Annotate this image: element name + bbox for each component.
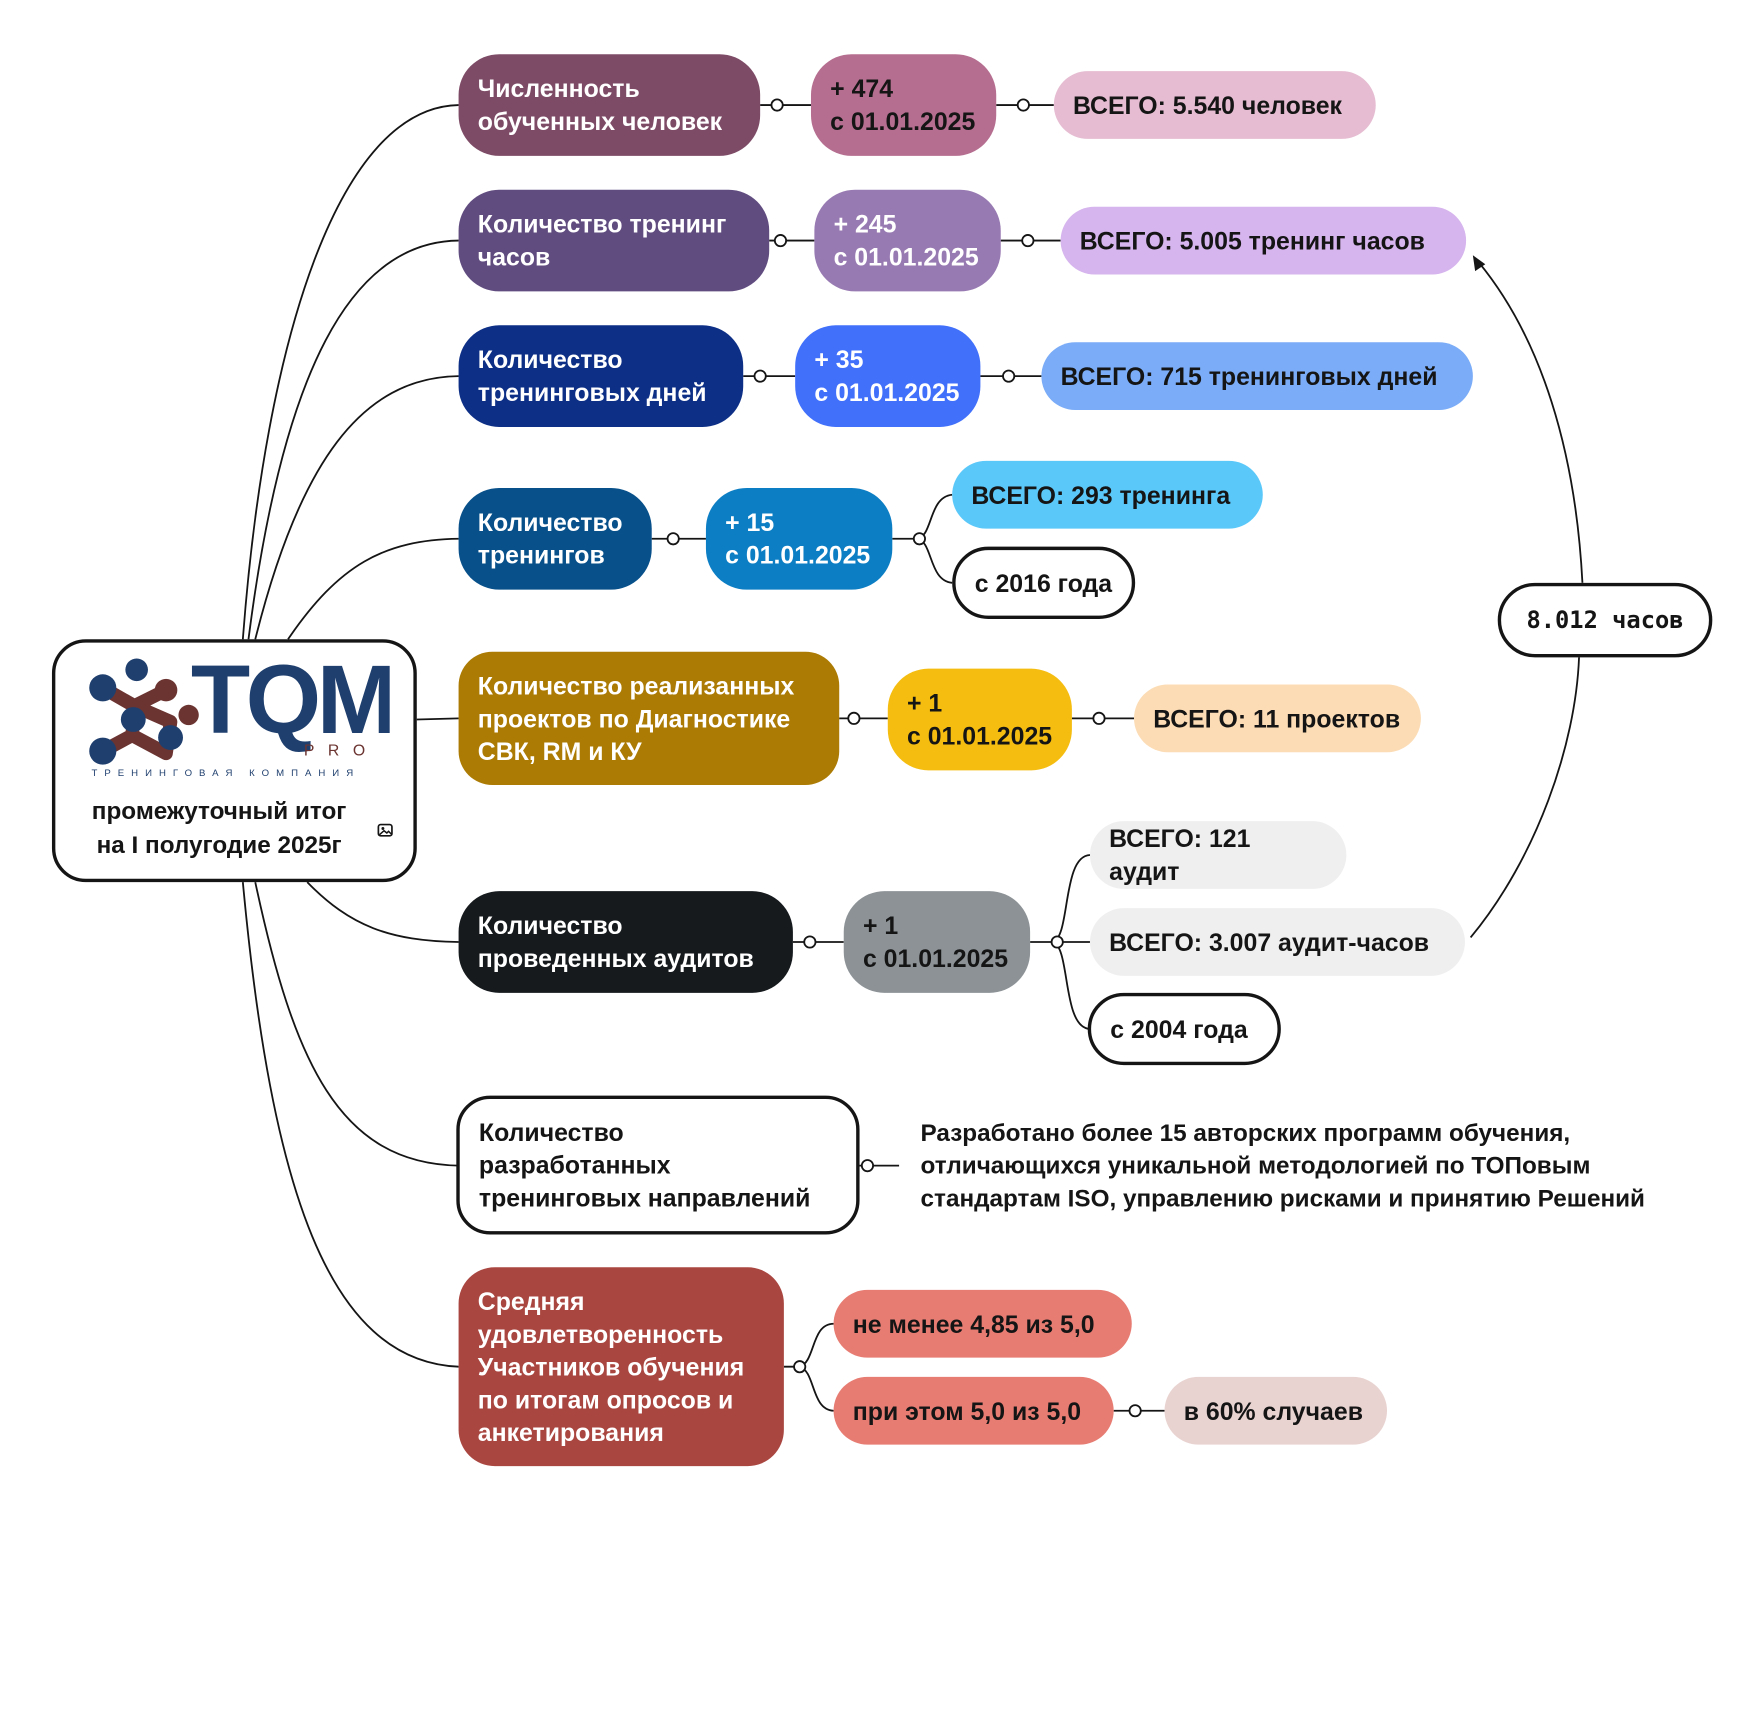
- molecule-icon: [89, 658, 199, 765]
- training-days-delta[interactable]: + 35 с 01.01.2025: [795, 325, 981, 427]
- trainings-delta[interactable]: + 15 с 01.01.2025: [705, 487, 893, 590]
- projects-total[interactable]: ВСЕГО: 11 проектов: [1134, 684, 1421, 753]
- projects-delta[interactable]: + 1 с 01.01.2025: [887, 668, 1072, 771]
- projects-node[interactable]: Количество реализанных проектов по Диагн…: [458, 651, 840, 786]
- summary-link-upper: [1477, 261, 1584, 583]
- trained-people-node[interactable]: Численность обученных человек: [458, 54, 761, 156]
- image-icon[interactable]: [377, 823, 393, 837]
- link-root-audits: [306, 881, 459, 943]
- trainings-since[interactable]: с 2016 года: [952, 546, 1136, 619]
- audits-hours[interactable]: ВСЕГО: 3.007 аудит-часов: [1089, 908, 1465, 976]
- training-hours-delta[interactable]: + 245 с 01.01.2025: [814, 189, 1001, 292]
- link-root-projects: [416, 717, 459, 721]
- directions-note: Разработано более 15 авторских программ …: [920, 1118, 1645, 1212]
- satisfaction-min[interactable]: не менее 4,85 из 5,0: [833, 1289, 1132, 1358]
- trained-people-delta[interactable]: + 474 с 01.01.2025: [810, 54, 997, 156]
- trainings-total[interactable]: ВСЕГО: 293 тренинга: [952, 460, 1263, 529]
- satisfaction-node[interactable]: Средняя удовлетворенность Участников обу…: [458, 1267, 784, 1467]
- directions-node[interactable]: Количество разработанных тренинговых нап…: [456, 1095, 860, 1235]
- trainings-node[interactable]: Количество тренингов: [458, 487, 652, 590]
- trained-people-total[interactable]: ВСЕГО: 5.540 человек: [1053, 71, 1376, 139]
- logo-tagline: ТРЕНИНГОВАЯ КОМПАНИЯ: [91, 768, 360, 779]
- audits-node[interactable]: Количество проведенных аудитов: [458, 891, 793, 993]
- link-root-trainings: [287, 537, 459, 640]
- training-days-node[interactable]: Количество тренинговых дней: [458, 325, 744, 427]
- training-hours-total[interactable]: ВСЕГО: 5.005 тренинг часов: [1060, 206, 1467, 275]
- training-days-total[interactable]: ВСЕГО: 715 тренинговых дней: [1041, 342, 1473, 411]
- root-title: промежуточный итог на I полугодие 2025г: [91, 797, 347, 859]
- tqm-logo: TQM PRO ТРЕНИНГОВАЯ КОМПАНИЯ: [89, 656, 390, 779]
- link-root-satisfaction: [241, 882, 459, 1368]
- link-root-trained: [241, 104, 459, 640]
- training-hours-node[interactable]: Количество тренинг часов: [458, 189, 770, 292]
- audits-total[interactable]: ВСЕГО: 121 аудит: [1089, 821, 1347, 889]
- logo-sub: PRO: [304, 743, 379, 760]
- summary-link-lower: [1469, 657, 1580, 939]
- audits-delta[interactable]: + 1 с 01.01.2025: [843, 891, 1031, 993]
- summary-hours-node[interactable]: 8.012 часов: [1497, 582, 1713, 658]
- link-root-directions: [254, 881, 459, 1167]
- audits-since[interactable]: с 2004 года: [1087, 992, 1281, 1066]
- satisfaction-max[interactable]: при этом 5,0 из 5,0: [833, 1376, 1114, 1445]
- link-root-hours: [247, 239, 459, 640]
- satisfaction-share[interactable]: в 60% случаев: [1164, 1376, 1388, 1445]
- summary-arrow-head: [1472, 255, 1486, 272]
- logo-brand: TQM: [191, 656, 390, 754]
- root-node[interactable]: TQM PRO ТРЕНИНГОВАЯ КОМПАНИЯ промежуточн…: [51, 639, 417, 883]
- link-root-days: [254, 375, 459, 640]
